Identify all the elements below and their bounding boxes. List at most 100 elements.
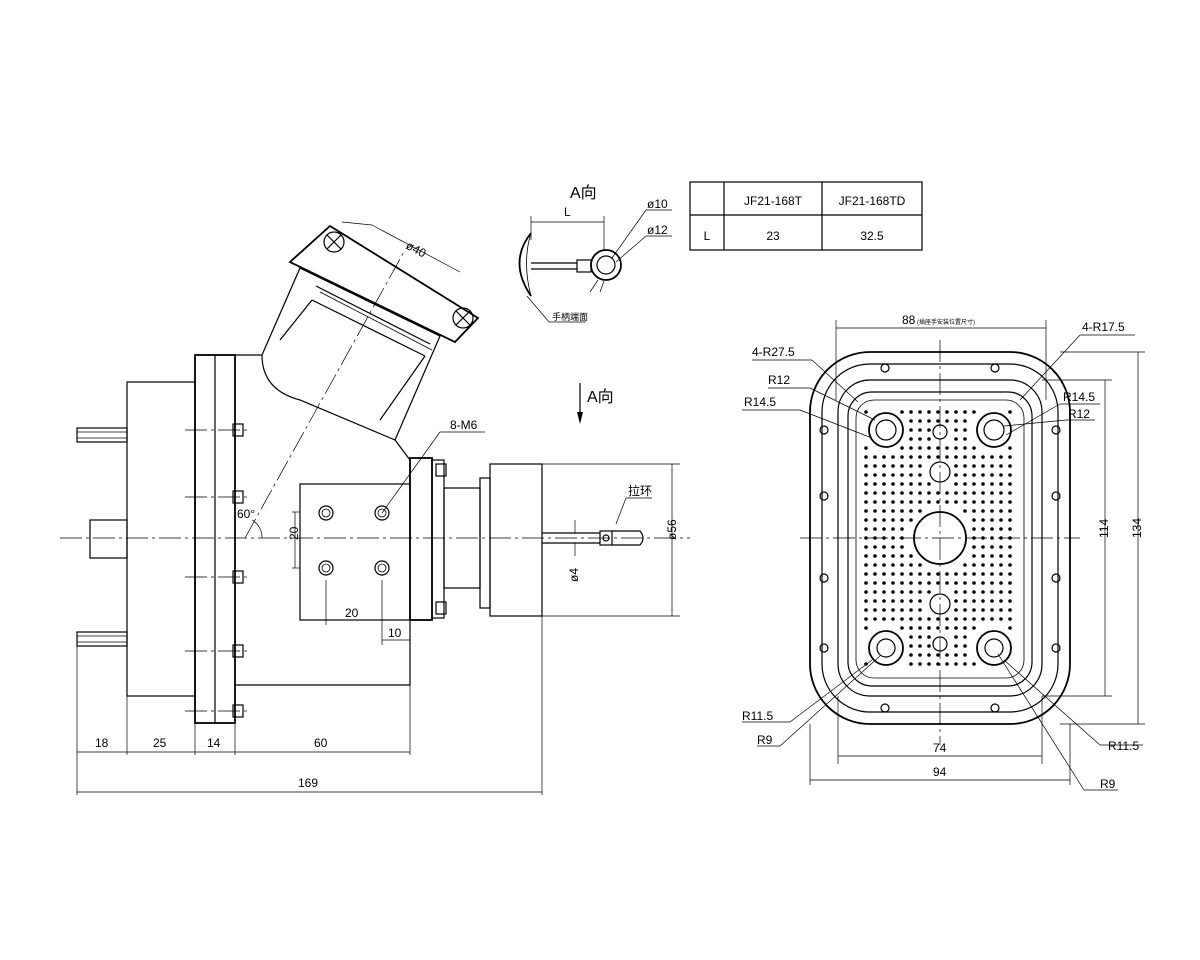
contact-pin: [990, 554, 994, 558]
contact-pin: [1008, 563, 1012, 567]
contact-pin: [972, 617, 976, 621]
contact-pin: [864, 590, 868, 594]
contact-pin: [882, 482, 886, 486]
front-dim-88-note: (插座手安装位置尺寸): [917, 318, 975, 326]
contact-pin: [954, 590, 958, 594]
contact-pin: [990, 581, 994, 585]
contact-pin: [963, 509, 967, 513]
contact-pin: [999, 500, 1003, 504]
contact-pin: [900, 500, 904, 504]
side-dia-56: ø56: [665, 519, 679, 540]
contact-pin: [963, 572, 967, 576]
contact-pin: [927, 491, 931, 495]
contact-pin: [990, 572, 994, 576]
contact-pin: [927, 455, 931, 459]
contact-pin: [864, 545, 868, 549]
contact-pin: [954, 635, 958, 639]
contact-pin: [909, 473, 913, 477]
contact-pin: [918, 662, 922, 666]
contact-pin: [945, 662, 949, 666]
contact-pin: [1008, 590, 1012, 594]
front-dim-88: 88: [902, 313, 916, 327]
contact-pin: [954, 437, 958, 441]
contact-pin: [918, 644, 922, 648]
contact-pin: [981, 563, 985, 567]
contact-pin: [990, 464, 994, 468]
contact-pin: [972, 608, 976, 612]
contact-pin: [927, 590, 931, 594]
contact-pin: [909, 455, 913, 459]
side-view: 20 20 10 8-M6 拉环 ø4: [60, 221, 690, 795]
contact-pin: [927, 446, 931, 450]
contact-pin: [990, 599, 994, 603]
contact-pin: [900, 446, 904, 450]
contact-pin: [1008, 518, 1012, 522]
contact-pin: [981, 545, 985, 549]
contact-pin: [864, 626, 868, 630]
contact-pin: [963, 500, 967, 504]
contact-pin: [882, 599, 886, 603]
contact-pin: [882, 554, 886, 558]
dimension-table: JF21-168T JF21-168TD L 23 32.5: [689, 181, 923, 251]
contact-pin: [981, 581, 985, 585]
contact-pin: [882, 545, 886, 549]
contact-pin: [891, 554, 895, 558]
contact-pin: [963, 644, 967, 648]
contact-pin: [891, 590, 895, 594]
contact-pin: [864, 455, 868, 459]
contact-pin: [873, 563, 877, 567]
contact-pin: [1008, 500, 1012, 504]
contact-pin: [981, 536, 985, 540]
contact-pin: [909, 563, 913, 567]
contact-pin: [999, 536, 1003, 540]
contact-pin: [900, 491, 904, 495]
contact-pin: [918, 590, 922, 594]
contact-pin: [999, 518, 1003, 522]
side-dia-40: ø40: [404, 238, 429, 260]
table-value-168td: 32.5: [860, 229, 884, 243]
contact-pin: [963, 617, 967, 621]
contact-pin: [918, 482, 922, 486]
contact-pin: [990, 536, 994, 540]
contact-pin: [909, 644, 913, 648]
contact-pin: [927, 617, 931, 621]
contact-pin: [909, 410, 913, 414]
contact-pin: [981, 482, 985, 486]
contact-pin: [945, 500, 949, 504]
contact-pin: [882, 572, 886, 576]
contact-pin: [999, 599, 1003, 603]
contact-pin: [891, 599, 895, 603]
front-dim-134: 134: [1130, 518, 1144, 538]
contact-pin: [936, 662, 940, 666]
contact-pin: [927, 410, 931, 414]
contact-pin: [963, 464, 967, 468]
contact-pin: [999, 491, 1003, 495]
contact-pin: [873, 500, 877, 504]
contact-pin: [882, 473, 886, 477]
side-dim-25: 25: [153, 736, 167, 750]
contact-pin: [873, 509, 877, 513]
contact-pin: [873, 617, 877, 621]
contact-pin: [963, 653, 967, 657]
contact-pin: [891, 509, 895, 513]
contact-pin: [1008, 572, 1012, 576]
contact-pin: [927, 437, 931, 441]
front-dim-114: 114: [1097, 519, 1111, 538]
contact-pin: [918, 428, 922, 432]
contact-pin: [981, 617, 985, 621]
contact-pin: [954, 446, 958, 450]
side-dim-169: 169: [298, 776, 318, 790]
contact-pin: [918, 437, 922, 441]
contact-pin: [981, 608, 985, 612]
contact-pin: [864, 464, 868, 468]
contact-pin: [873, 482, 877, 486]
contact-pin: [945, 626, 949, 630]
contact-pin: [990, 590, 994, 594]
contact-pin: [990, 617, 994, 621]
contact-pin: [873, 473, 877, 477]
contact-pin: [891, 572, 895, 576]
contact-pin: [954, 464, 958, 468]
contact-pin: [990, 563, 994, 567]
contact-pin: [990, 455, 994, 459]
view-a-handle-label: 手柄端面: [552, 311, 588, 322]
